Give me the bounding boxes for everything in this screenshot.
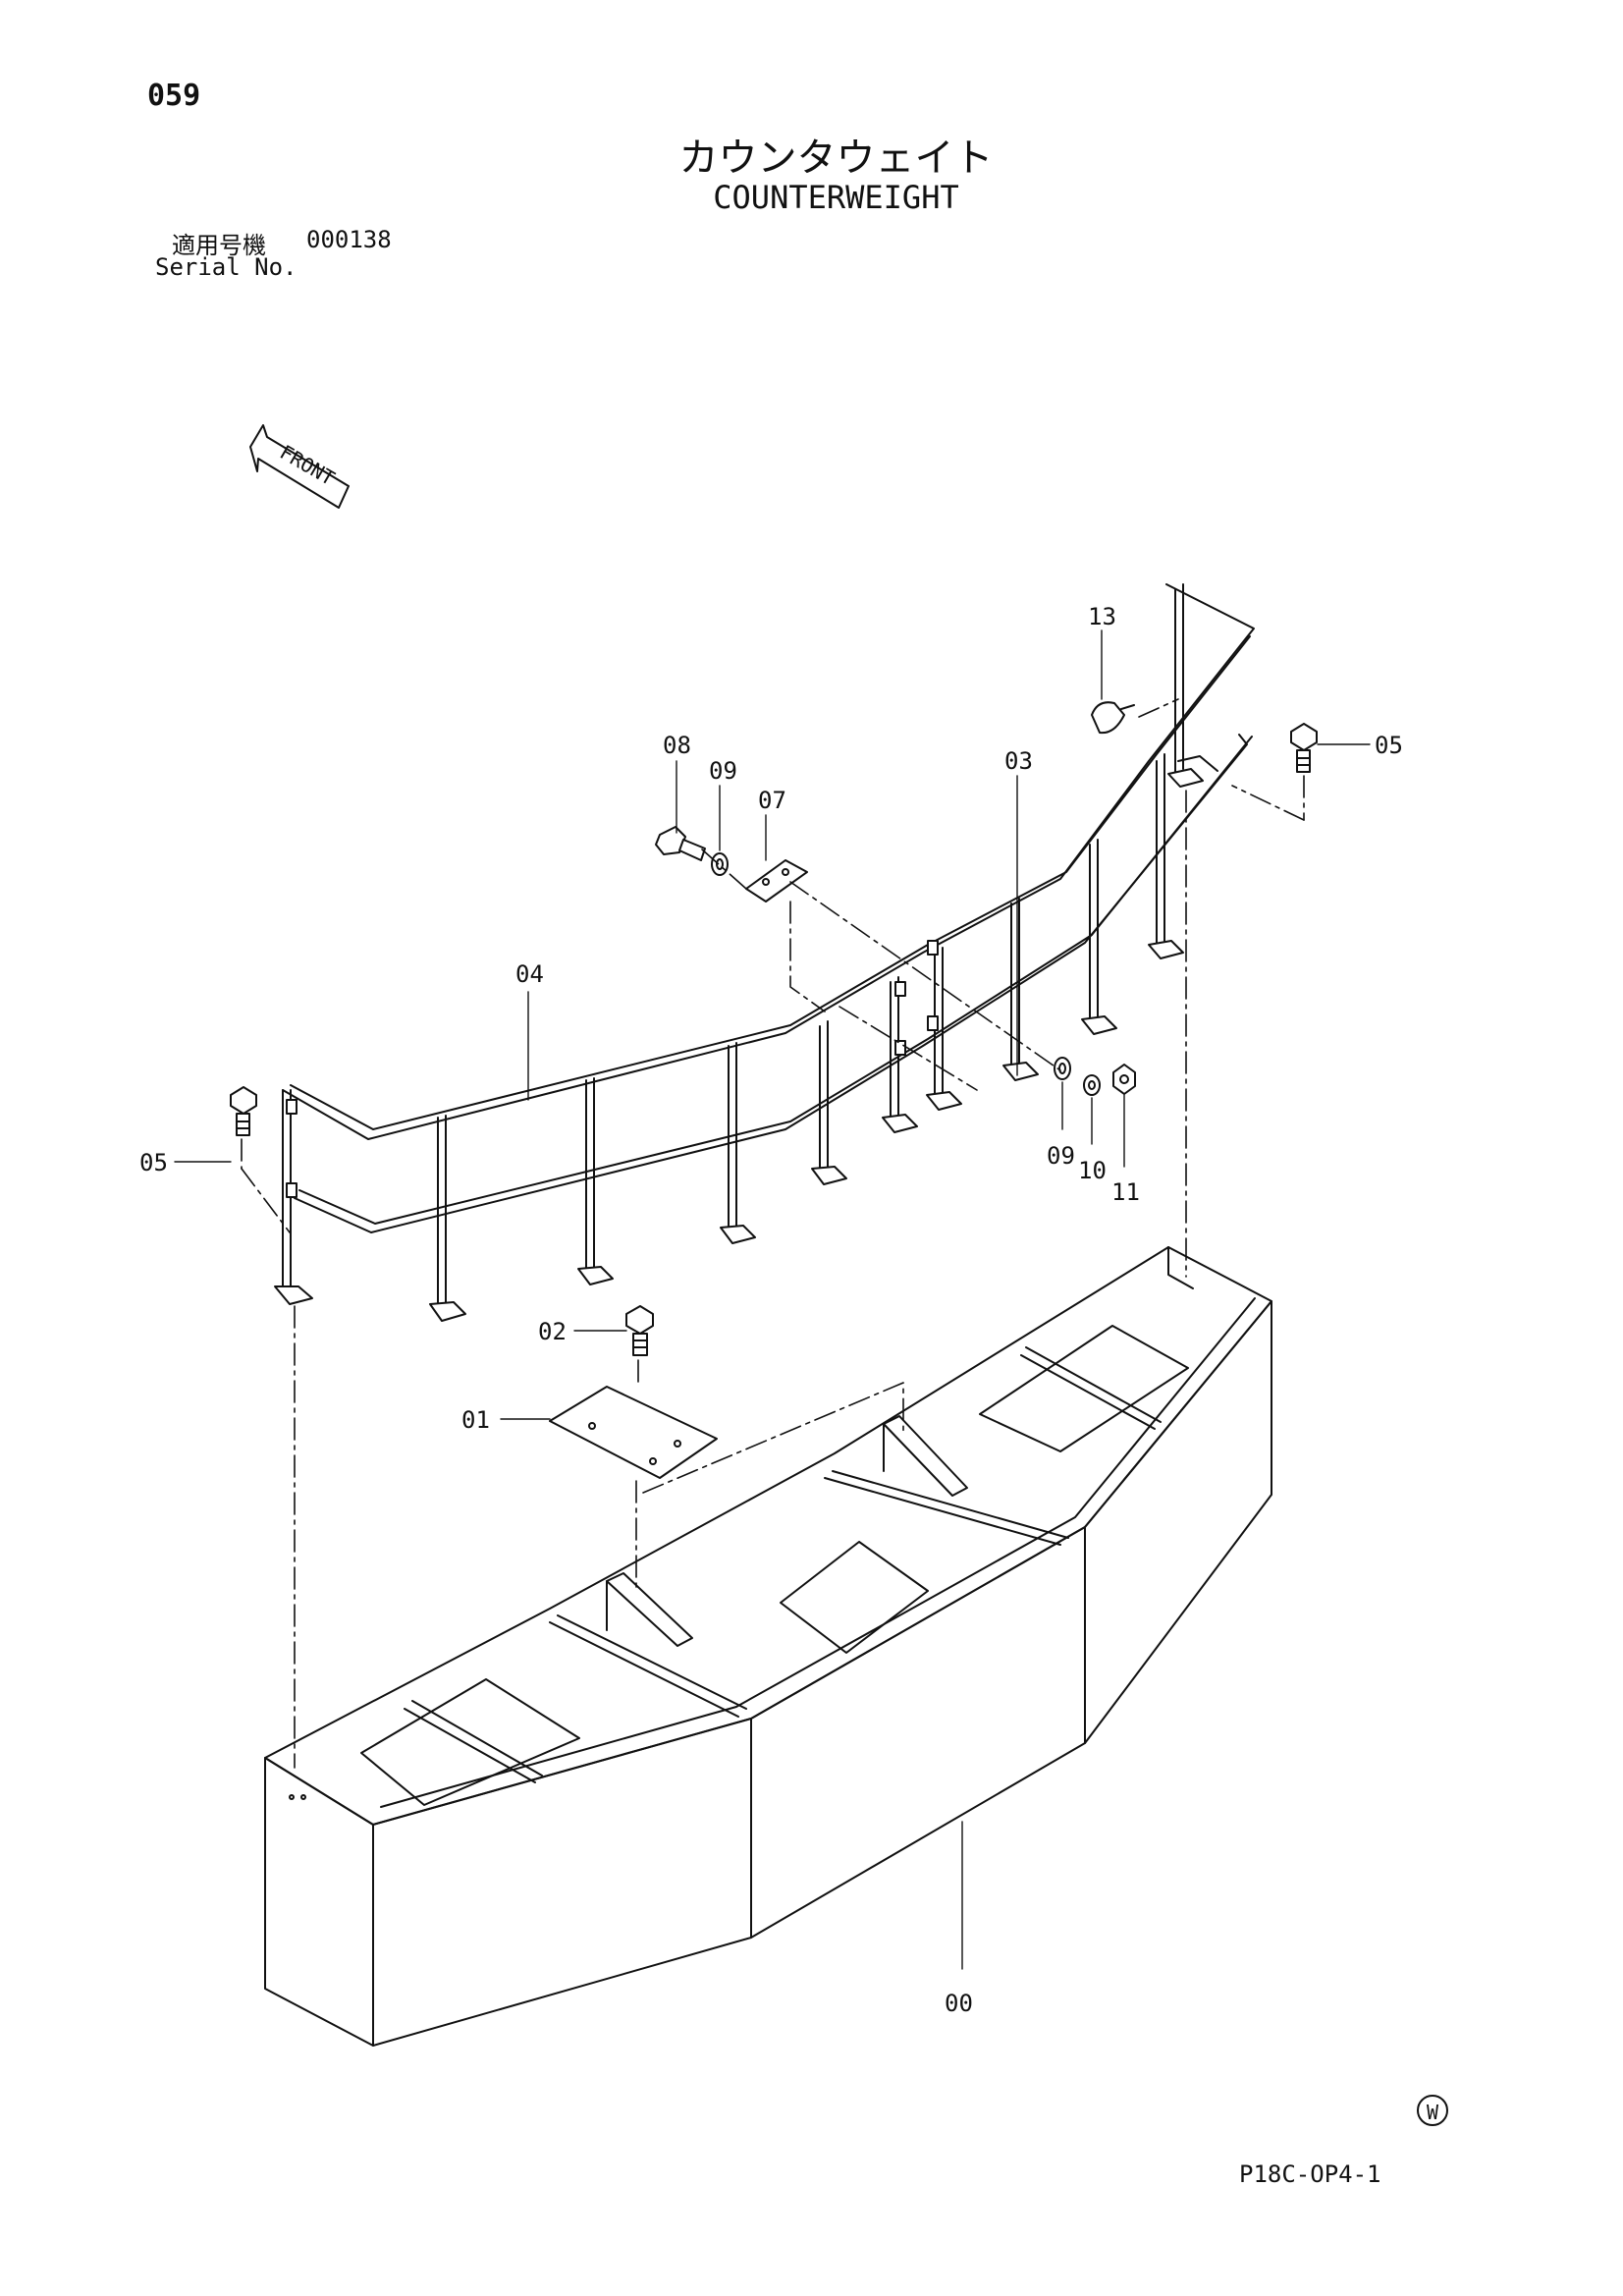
nut-icon: [1112, 1064, 1136, 1095]
callout-10: 10: [1078, 1157, 1107, 1184]
cover-plate: [549, 1386, 718, 1479]
bolt-icon: [625, 1305, 654, 1356]
callout-09-bottom: 09: [1047, 1142, 1075, 1170]
callout-05-right: 05: [1375, 732, 1403, 759]
callout-01: 01: [461, 1406, 490, 1434]
counterweight-body: [264, 1246, 1272, 2047]
callout-03: 03: [1004, 747, 1033, 775]
bolt-icon: [1290, 723, 1318, 773]
callout-04: 04: [515, 960, 544, 988]
rubber-cap-icon: [1091, 701, 1135, 735]
serial-number-value: 000138: [306, 226, 392, 253]
page-number: 059: [147, 79, 201, 113]
washer-icon: [711, 852, 729, 876]
callout-13: 13: [1088, 603, 1116, 630]
washer-icon: [1054, 1057, 1071, 1080]
callout-09-top: 09: [709, 757, 737, 785]
bolt-icon: [230, 1086, 257, 1136]
joint-plate: [745, 859, 808, 902]
handrail-assembly: [274, 583, 1255, 1322]
callout-00: 00: [945, 1990, 973, 2017]
front-arrow-icon: FRONT: [249, 424, 350, 509]
title-japanese: カウンタウェイト: [678, 136, 994, 181]
callout-07: 07: [758, 787, 786, 814]
drawing-code: P18C-OP4-1: [1239, 2160, 1381, 2188]
serial-label-japanese: 適用号機: [172, 232, 266, 259]
bolt-icon: [655, 826, 706, 861]
manufacturer-mark: W: [1417, 2095, 1448, 2126]
spring-washer-icon: [1083, 1074, 1101, 1096]
callout-08: 08: [663, 732, 691, 759]
callout-05-left: 05: [139, 1149, 168, 1176]
callout-11: 11: [1111, 1178, 1140, 1206]
callout-02: 02: [538, 1318, 567, 1345]
title-english: COUNTERWEIGHT: [713, 179, 959, 216]
serial-label-english: Serial No.: [155, 253, 298, 281]
